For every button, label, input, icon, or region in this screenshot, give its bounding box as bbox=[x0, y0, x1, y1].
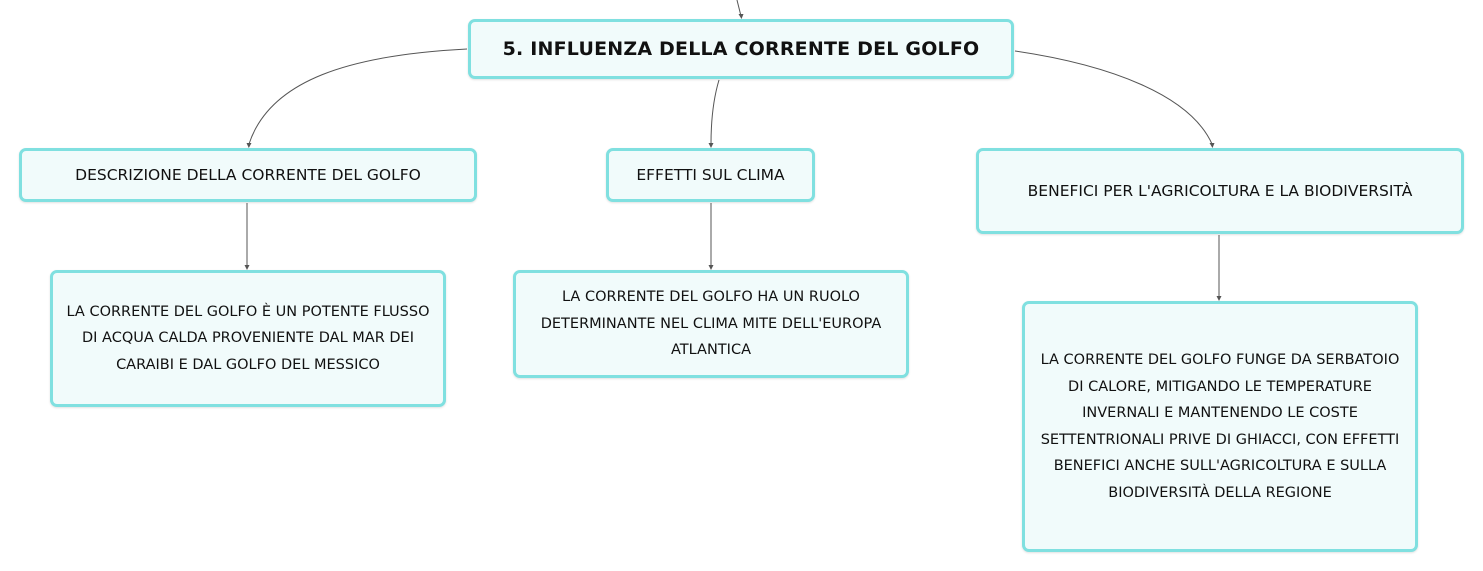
leaf-topic-benefici[interactable]: LA CORRENTE DEL GOLFO FUNGE DA SERBATOIO… bbox=[1022, 301, 1418, 552]
root-topic-node[interactable]: 5. INFLUENZA DELLA CORRENTE DEL GOLFO bbox=[468, 19, 1014, 79]
leaf-topic-text: LA CORRENTE DEL GOLFO FUNGE DA SERBATOIO… bbox=[1040, 352, 1400, 501]
arrowhead-root bbox=[738, 14, 744, 19]
branch-topic-benefici[interactable]: BENEFICI PER L'AGRICOLTURA E LA BIODIVER… bbox=[976, 148, 1464, 234]
branch-topic-label: EFFETTI SUL CLIMA bbox=[636, 166, 785, 184]
arrowhead-branch-1 bbox=[246, 143, 252, 148]
arrowhead-leaf-3 bbox=[1216, 296, 1222, 301]
branch-topic-label: DESCRIZIONE DELLA CORRENTE DEL GOLFO bbox=[75, 166, 421, 184]
leaf-topic-effetti-clima[interactable]: LA CORRENTE DEL GOLFO HA UN RUOLO DETERM… bbox=[513, 270, 909, 378]
arrowhead-leaf-2 bbox=[708, 265, 714, 270]
branch-topic-descrizione[interactable]: DESCRIZIONE DELLA CORRENTE DEL GOLFO bbox=[19, 148, 477, 202]
arrowhead-branch-3 bbox=[1209, 143, 1215, 148]
arrowhead-leaf-1 bbox=[244, 265, 250, 270]
branch-topic-label: BENEFICI PER L'AGRICOLTURA E LA BIODIVER… bbox=[1027, 182, 1413, 200]
connector-root-to-branch-2 bbox=[710, 79, 720, 145]
connector-root-to-branch-3 bbox=[1014, 50, 1213, 145]
root-topic-label: 5. INFLUENZA DELLA CORRENTE DEL GOLFO bbox=[502, 38, 980, 60]
arrowhead-branch-2 bbox=[708, 143, 714, 148]
leaf-topic-descrizione[interactable]: LA CORRENTE DEL GOLFO È UN POTENTE FLUSS… bbox=[50, 270, 446, 407]
leaf-topic-text: LA CORRENTE DEL GOLFO HA UN RUOLO DETERM… bbox=[540, 289, 882, 359]
connector-parent-to-root bbox=[736, 0, 742, 17]
connector-root-to-branch-1 bbox=[248, 48, 468, 145]
branch-topic-effetti-clima[interactable]: EFFETTI SUL CLIMA bbox=[606, 148, 815, 202]
leaf-topic-text: LA CORRENTE DEL GOLFO È UN POTENTE FLUSS… bbox=[66, 303, 430, 373]
